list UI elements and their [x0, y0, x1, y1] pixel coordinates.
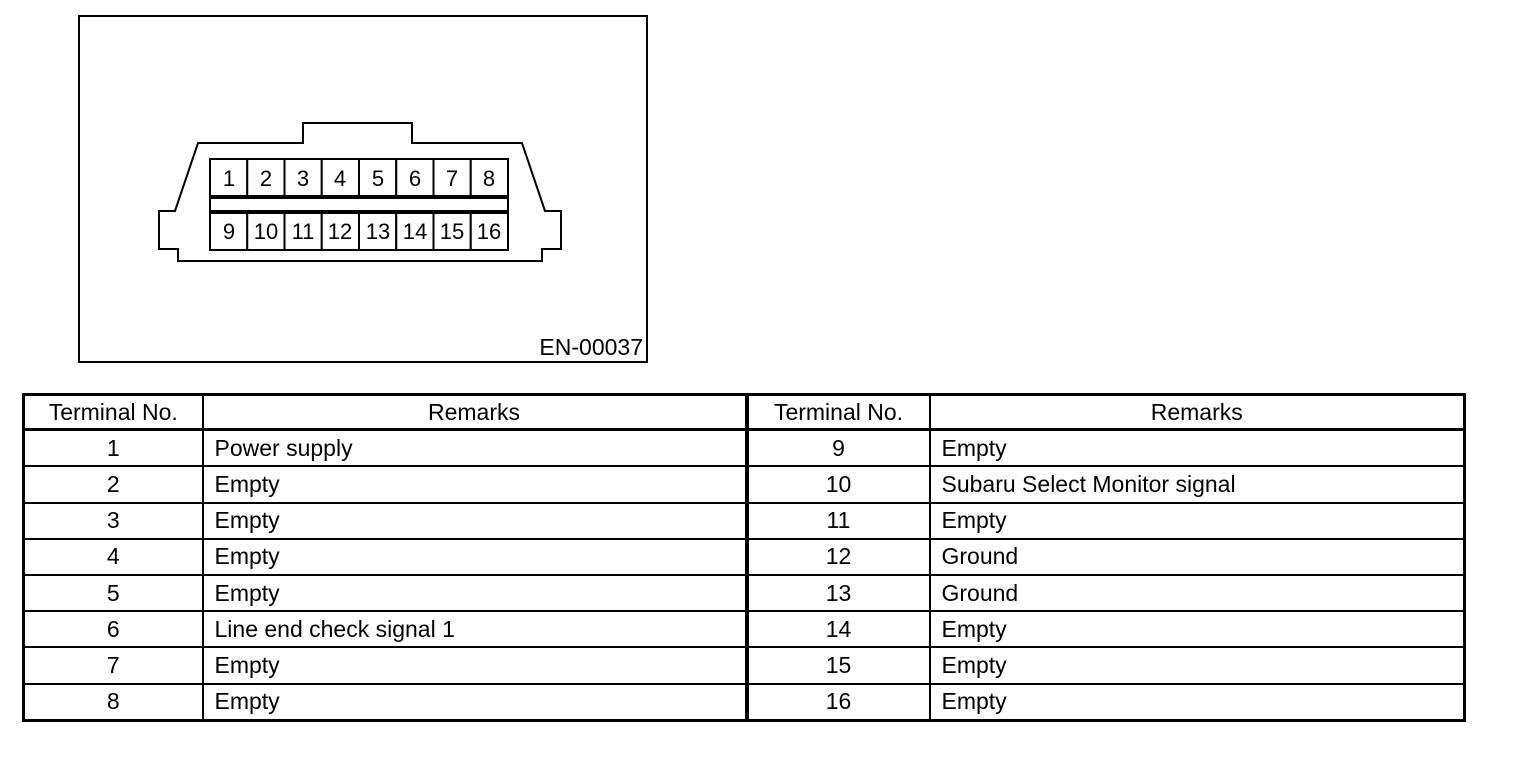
remarks-cell: Ground: [928, 537, 1466, 576]
table-row: 8 Empty 16 Empty: [22, 682, 1466, 722]
remarks-cell: Empty: [928, 646, 1466, 685]
terminal-number-cell: 16: [744, 682, 931, 722]
pin-number: 6: [409, 166, 421, 191]
pin-row-top: 1 2 3 4 5 6 7 8: [209, 158, 509, 197]
pin-cell: [358, 158, 398, 197]
pin-cell: [320, 158, 360, 197]
pin-number: 11: [292, 219, 315, 244]
remarks-cell: Empty: [928, 682, 1466, 722]
pin-row-separator: [209, 197, 509, 212]
terminal-number-cell: 14: [744, 610, 931, 649]
table-row: 4 Empty 12 Ground: [22, 537, 1466, 576]
pin-number: 12: [328, 219, 352, 244]
table-row: 6 Line end check signal 1 14 Empty: [22, 610, 1466, 649]
table-row: 2 Empty 10 Subaru Select Monitor signal: [22, 465, 1466, 504]
pin-number: 14: [403, 219, 427, 244]
pin-number: 2: [260, 166, 272, 191]
terminal-number-cell: 1: [22, 428, 204, 468]
column-header-terminal-no-right: Terminal No.: [744, 393, 931, 431]
column-header-remarks-left: Remarks: [201, 393, 748, 431]
terminal-number-cell: 3: [22, 501, 204, 540]
terminal-number-cell: 15: [744, 646, 931, 685]
pin-number: 3: [297, 166, 309, 191]
figure-frame: 1 2 3 4 5 6 7 8 9 10 11 12 13 14: [78, 15, 648, 363]
terminal-number-cell: 2: [22, 465, 204, 504]
pin-cell: [469, 212, 509, 251]
remarks-cell: Empty: [928, 428, 1466, 468]
remarks-cell: Empty: [928, 610, 1466, 649]
terminal-number-cell: 5: [22, 573, 204, 613]
terminal-number-cell: 9: [744, 428, 931, 468]
terminal-number-cell: 8: [22, 682, 204, 722]
remarks-cell: Empty: [201, 537, 748, 576]
remarks-cell: Empty: [201, 501, 748, 540]
pin-number: 9: [223, 219, 235, 244]
pin-row-bottom: 9 10 11 12 13 14 15 16: [209, 212, 509, 251]
remarks-cell: Empty: [928, 501, 1466, 540]
pin-number: 13: [366, 219, 390, 244]
pin-number: 8: [483, 166, 495, 191]
pin-cell: [246, 158, 286, 197]
pin-number: 1: [223, 166, 235, 191]
table-row: 5 Empty 13 Ground: [22, 573, 1466, 613]
table-row: 7 Empty 15 Empty: [22, 646, 1466, 685]
remarks-cell: Subaru Select Monitor signal: [928, 465, 1466, 504]
pin-number: 10: [254, 219, 278, 244]
remarks-cell: Empty: [201, 646, 748, 685]
pin-number: 4: [334, 166, 346, 191]
remarks-cell: Empty: [201, 573, 748, 613]
remarks-cell: Line end check signal 1: [201, 610, 748, 649]
pin-number: 16: [477, 219, 501, 244]
terminal-number-cell: 6: [22, 610, 204, 649]
figure-code-label: EN-00037: [535, 334, 643, 360]
remarks-cell: Power supply: [201, 428, 748, 468]
table-row: 3 Empty 11 Empty: [22, 501, 1466, 540]
terminal-number-cell: 12: [744, 537, 931, 576]
column-header-remarks-right: Remarks: [928, 393, 1466, 431]
pin-cell: [432, 212, 472, 251]
remarks-cell: Empty: [201, 465, 748, 504]
pin-cell: [395, 158, 435, 197]
pin-cell: [395, 212, 435, 251]
terminal-number-cell: 11: [744, 501, 931, 540]
terminal-number-cell: 4: [22, 537, 204, 576]
remarks-cell: Empty: [201, 682, 748, 722]
terminal-number-cell: 7: [22, 646, 204, 685]
pin-cell: [469, 158, 509, 197]
pin-cell: [432, 158, 472, 197]
terminal-table: Terminal No. Remarks Terminal No. Remark…: [22, 393, 1466, 722]
table-row: 1 Power supply 9 Empty: [22, 428, 1466, 468]
terminal-number-cell: 13: [744, 573, 931, 613]
pin-number: 5: [372, 166, 384, 191]
table-header-row: Terminal No. Remarks Terminal No. Remark…: [22, 393, 1466, 431]
column-header-terminal-no-left: Terminal No.: [22, 393, 204, 431]
pin-number: 15: [440, 219, 464, 244]
connector-diagram: 1 2 3 4 5 6 7 8 9 10 11 12 13 14: [158, 122, 562, 262]
pin-cell: [320, 212, 360, 251]
terminal-number-cell: 10: [744, 465, 931, 504]
pin-number: 7: [446, 166, 458, 191]
remarks-cell: Ground: [928, 573, 1466, 613]
